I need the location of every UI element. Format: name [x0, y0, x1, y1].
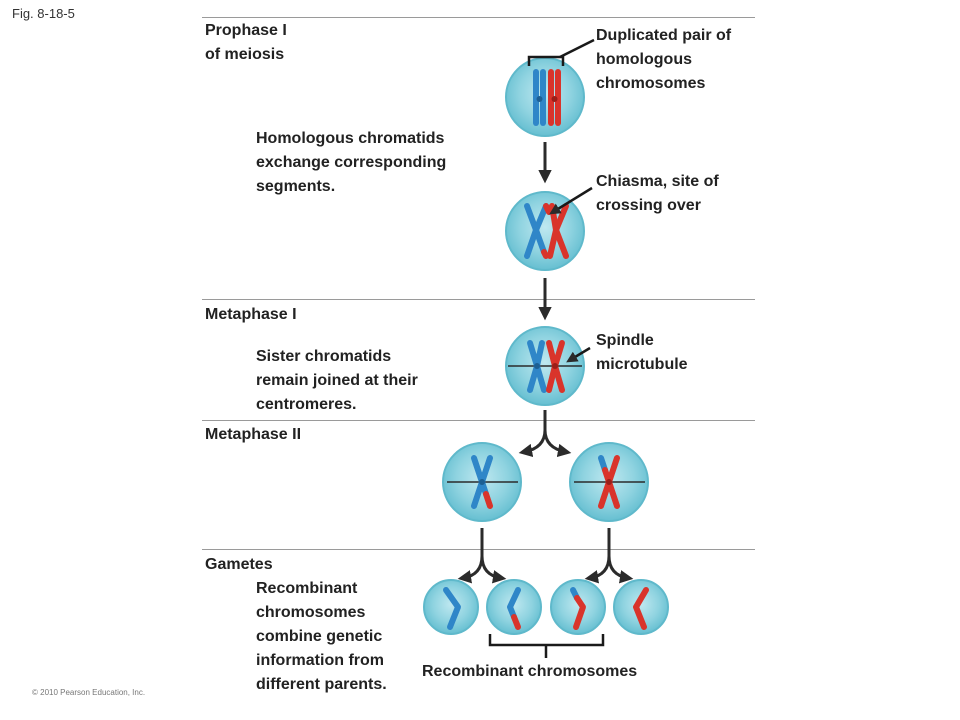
description-recombinant: Recombinant chromosomes combine genetic …: [256, 580, 387, 693]
figure-label: Fig. 8-18-5: [12, 6, 75, 21]
divider-metaphase-2: [202, 420, 755, 421]
cell-crossing-over: [505, 191, 585, 271]
recombinant-bracket-icon: [488, 634, 605, 647]
divider-metaphase-1: [202, 299, 755, 300]
stage-label-prophase: Prophase I of meiosis: [205, 22, 287, 63]
callout-recombinant-chromosomes: Recombinant chromosomes: [422, 663, 638, 680]
stage-label-metaphase-2: Metaphase II: [205, 426, 302, 443]
cell-prophase: [505, 57, 585, 137]
stage-label-gametes: Gametes: [205, 556, 273, 573]
description-sister-chromatids: Sister chromatids remain joined at their…: [256, 348, 418, 413]
gamete-1: [423, 579, 479, 635]
gamete-2: [486, 579, 542, 635]
split-arrow-icon: [457, 528, 634, 584]
callout-spindle: Spindle microtubule: [596, 332, 688, 373]
chromosome-paternal-icon: [548, 69, 561, 126]
copyright-notice: © 2010 Pearson Education, Inc.: [32, 688, 146, 697]
split-arrow-icon: [518, 410, 572, 458]
divider-gametes: [202, 549, 755, 550]
stage-label-metaphase-1: Metaphase I: [205, 306, 297, 323]
cell-metaphase-2-left: [442, 442, 522, 522]
cell-metaphase-1: [505, 326, 585, 406]
callout-duplicated-pair: Duplicated pair of homologous chromosome…: [596, 27, 732, 92]
callout-chiasma: Chiasma, site of crossing over: [596, 173, 719, 214]
gamete-3: [550, 579, 606, 635]
divider-prophase: [202, 17, 755, 18]
chromosome-maternal-icon: [533, 69, 546, 126]
cell-metaphase-2-right: [569, 442, 649, 522]
gamete-4: [613, 579, 669, 635]
description-exchange: Homologous chromatids exchange correspon…: [256, 130, 447, 195]
